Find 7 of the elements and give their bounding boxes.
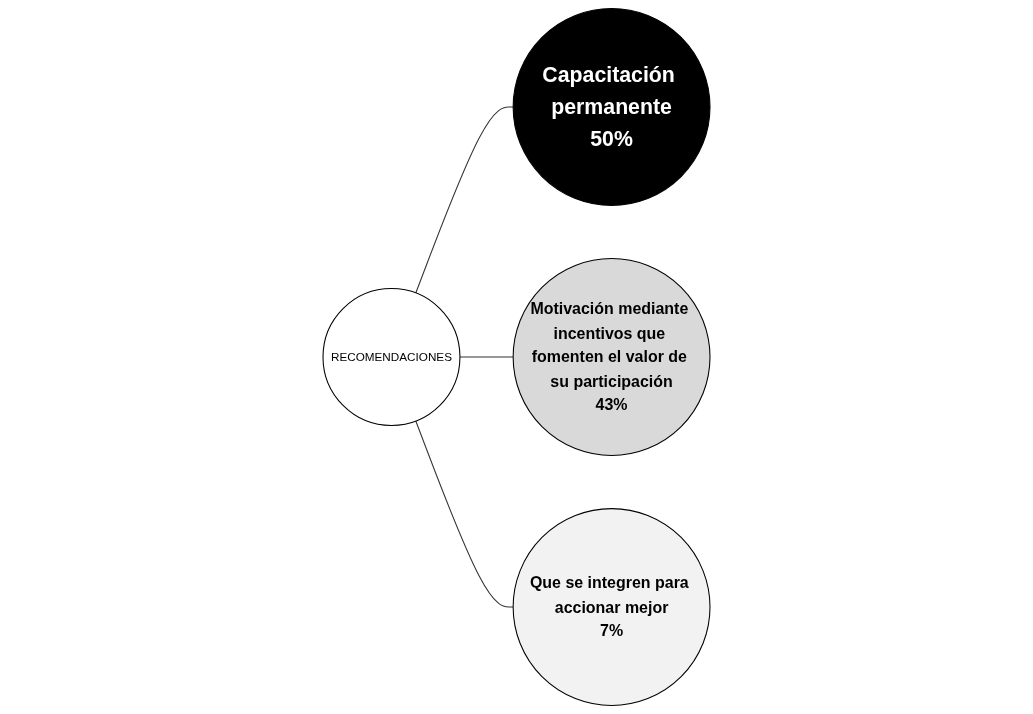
node-circle: Capacitación permanente 50% xyxy=(512,7,711,206)
connector xyxy=(415,106,514,294)
connector xyxy=(415,420,514,608)
connector xyxy=(459,356,514,358)
node-circle: Motivación mediante incentivos que fomenten el valor de su participación 43% xyxy=(512,258,711,456)
node-circle: RECOMENDACIONES xyxy=(322,288,461,426)
node-circle: Que se integren para accionar mejor 7% xyxy=(512,508,711,706)
